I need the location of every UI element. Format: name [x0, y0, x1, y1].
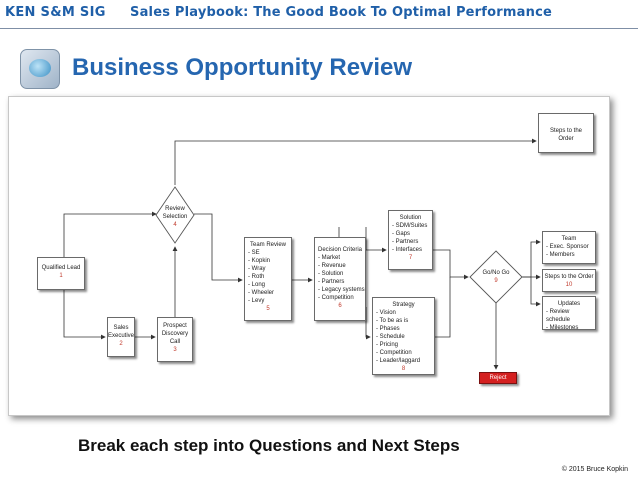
team-review-item: - Wheeler: [248, 290, 275, 296]
sales-executive-box: Sales Executive 2: [107, 317, 135, 357]
prospect-discovery-box: Prospect Discovery Call 3: [157, 317, 193, 362]
gonogo-text: Go/No Go: [482, 270, 510, 276]
steps-to-order-box: Steps to the Order 10: [542, 269, 596, 292]
updates-box: Updates - Review schedule - Milestones: [542, 296, 596, 331]
qualified-lead-label: Qualified Lead: [41, 265, 81, 271]
solution-item: - Gaps: [392, 231, 411, 237]
decision-item: - Revenue: [318, 263, 346, 269]
team-item: - Members: [546, 252, 575, 258]
solution-item: - Interfaces: [392, 247, 423, 253]
team-review-item: - Levy: [248, 298, 265, 304]
flow-connectors: [63, 138, 541, 370]
strategy-item: - Schedule: [376, 334, 405, 340]
team-review-item: - Roth: [248, 274, 265, 280]
steps-order-number: 10: [565, 282, 573, 288]
updates-item: - Review schedule: [546, 309, 571, 323]
review-label-2: Selection: [162, 214, 188, 220]
solution-number: 7: [408, 255, 413, 261]
qualified-lead-box: Qualified Lead 1: [37, 257, 85, 290]
globe-logo-icon: [20, 49, 60, 89]
team-review-number: 5: [266, 306, 270, 312]
solution-box: Solution - SDM/Suites - Gaps - Partners …: [388, 210, 433, 270]
strategy-title: Strategy: [392, 302, 415, 308]
strategy-item: - Leader/laggard: [376, 358, 421, 364]
strategy-item: - Competition: [376, 350, 412, 356]
prospect-label: Prospect: [163, 323, 187, 329]
steps-top-label: Steps to the: [549, 128, 583, 134]
team-box: Team - Exec. Sponsor - Members: [542, 231, 596, 264]
sales-exec-label: Sales: [113, 325, 129, 331]
team-review-title: Team Review: [249, 242, 286, 248]
review-label: Review: [165, 206, 185, 212]
review-diamond: [155, 186, 195, 244]
flow-diagram: Qualified Lead 1 Sales Executive 2 Prosp…: [8, 96, 610, 416]
review-selection-label: Review Selection 4: [159, 205, 191, 229]
strategy-item: - Pricing: [376, 342, 399, 348]
prospect-label-2: Discovery: [161, 331, 189, 337]
gonogo-label: Go/No Go 9: [477, 269, 515, 285]
strategy-box: Strategy - Vision - To be as is - Phases…: [372, 297, 435, 375]
decision-item: - Solution: [318, 271, 344, 277]
solution-item: - SDM/Suites: [392, 223, 428, 229]
decision-item: - Partners: [318, 279, 345, 285]
team-review-box: Team Review - SE - Kopkin - Wray - Roth …: [244, 237, 292, 321]
header-org: KEN S&M SIG: [5, 5, 106, 20]
strategy-number: 8: [401, 366, 406, 372]
decision-item: - Competition: [318, 295, 354, 301]
strategy-item: - Phases: [376, 326, 400, 332]
review-number: 4: [173, 222, 177, 228]
prospect-number: 3: [173, 347, 177, 353]
team-item: - Exec. Sponsor: [546, 244, 589, 250]
sales-exec-label-2: Executive: [108, 333, 135, 339]
header-divider: [0, 28, 638, 29]
updates-title: Updates: [557, 301, 581, 307]
steps-top-label-2: Order: [558, 136, 574, 142]
team-review-item: - Long: [248, 282, 266, 288]
qualified-lead-number: 1: [59, 273, 63, 279]
header-subtitle: Sales Playbook: The Good Book To Optimal…: [130, 5, 552, 20]
steps-order-label: Steps to the Order: [544, 274, 594, 280]
decision-item: - Market: [318, 255, 341, 261]
team-review-item: - Wray: [248, 266, 266, 272]
page-title: Business Opportunity Review: [72, 54, 413, 81]
reject-box: Reject: [479, 372, 517, 384]
steps-to-order-top-box: Steps to the Order: [538, 113, 594, 153]
strategy-item: - To be as is: [376, 318, 409, 324]
gonogo-diamond: [469, 250, 523, 304]
sales-exec-number: 2: [119, 341, 123, 347]
header: KEN S&M SIG Sales Playbook: The Good Boo…: [0, 0, 638, 36]
decision-number: 6: [338, 303, 342, 309]
copyright: © 2015 Bruce Kopkin: [561, 466, 628, 473]
caption: Break each step into Questions and Next …: [78, 436, 460, 455]
prospect-label-3: Call: [169, 339, 181, 345]
decision-title: Decision Criteria: [317, 247, 362, 253]
updates-item: - Milestones: [546, 325, 579, 331]
strategy-item: - Vision: [376, 310, 396, 316]
solution-title: Solution: [399, 215, 422, 221]
decision-item: - Legacy systems: [318, 287, 365, 293]
solution-item: - Partners: [392, 239, 419, 245]
gonogo-number: 9: [494, 278, 498, 284]
team-title: Team: [561, 236, 577, 242]
decision-criteria-box: Decision Criteria - Market - Revenue - S…: [314, 237, 366, 321]
team-review-item: - SE: [248, 250, 260, 256]
team-review-item: - Kopkin: [248, 258, 271, 264]
